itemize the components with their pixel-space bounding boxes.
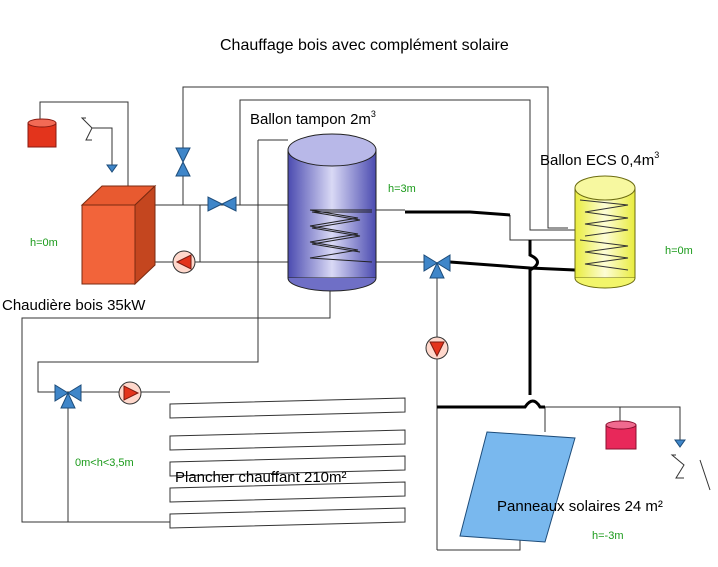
- pump-boiler[interactable]: [172, 250, 196, 274]
- chaudiere-height: h=0m: [30, 237, 58, 249]
- dhw-coil: [579, 199, 629, 271]
- solar-circuit-pipes: [405, 210, 576, 409]
- panneaux-height: h=-3m: [592, 530, 624, 542]
- ecs-label-exp: 3: [654, 150, 659, 160]
- three-way-valve-solar[interactable]: [423, 254, 451, 279]
- three-way-valve-floor[interactable]: [54, 384, 82, 409]
- pump-solar[interactable]: [425, 336, 449, 360]
- solar-panel: [459, 431, 576, 543]
- tampon-label-text: Ballon tampon 2m: [250, 111, 371, 128]
- ecs-label-text: Ballon ECS 0,4m: [540, 152, 654, 169]
- expansion-tank-left: [27, 118, 57, 148]
- valve-vertical[interactable]: [175, 147, 191, 177]
- ecs-height: h=0m: [665, 245, 693, 257]
- tampon-label-exp: 3: [371, 109, 376, 119]
- buffer-coil: [309, 209, 373, 263]
- safety-valve-left: [80, 117, 118, 173]
- expansion-tank-right: [605, 420, 637, 450]
- pipework: [21, 86, 711, 551]
- valve-horizontal[interactable]: [207, 196, 237, 212]
- wood-boiler: [80, 184, 157, 286]
- panneaux-label: Panneaux solaires 24 m²: [497, 498, 663, 515]
- buffer-tank: [287, 133, 377, 292]
- plancher-label: Plancher chauffant 210m²: [175, 469, 347, 486]
- tampon-height: h=3m: [388, 183, 416, 195]
- plancher-height: 0m<h<3,5m: [75, 457, 134, 469]
- ecs-label: Ballon ECS 0,4m3: [540, 150, 659, 169]
- chaudiere-label: Chaudière bois 35kW: [2, 297, 146, 314]
- pump-floor[interactable]: [118, 381, 142, 405]
- dhw-tank: [574, 175, 636, 289]
- diagram-title: Chauffage bois avec complément solaire: [220, 37, 509, 54]
- floor-heating-loops: [169, 397, 406, 529]
- safety-valve-right: [670, 439, 686, 479]
- tampon-label: Ballon tampon 2m3: [250, 109, 376, 128]
